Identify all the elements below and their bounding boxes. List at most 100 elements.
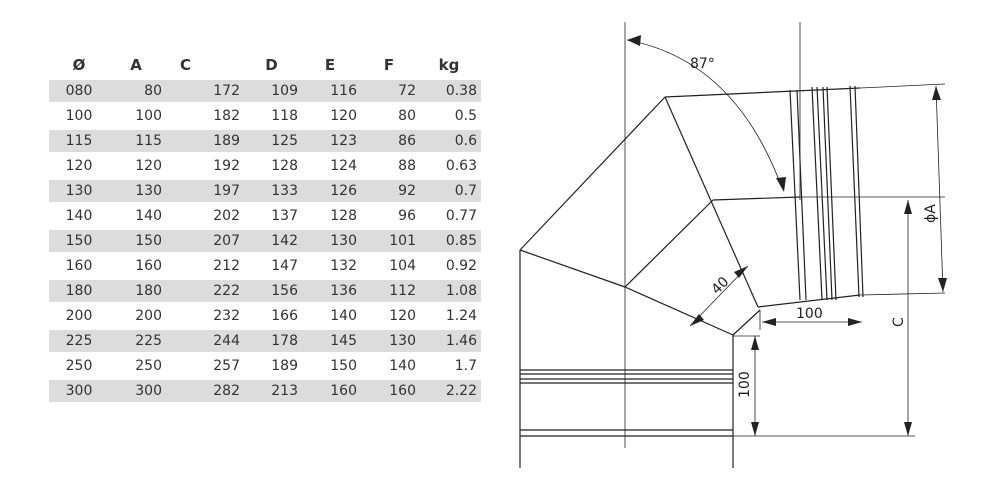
outlet-top-edge	[664, 87, 861, 98]
table-cell: 160	[135, 258, 162, 274]
table-cell: 128	[271, 158, 298, 174]
table-cell: 160	[302, 380, 361, 402]
table-cell: 213	[244, 380, 302, 402]
angle-87-label: 87°	[690, 56, 715, 72]
table-cell: 0.77	[445, 208, 477, 224]
header-diameter: Ø	[72, 56, 86, 74]
table-cell: 140	[389, 358, 416, 374]
segment-joint-1-outer	[519, 249, 626, 288]
table-cell: 192	[213, 158, 240, 174]
table-header-row: Ø A C D E F kg	[49, 53, 481, 77]
table-cell: 300	[109, 380, 166, 402]
dim-100-vertical-label: 100	[737, 371, 753, 398]
arrow-c-top	[904, 200, 912, 214]
table-cell: 104	[389, 258, 416, 274]
segment-joint-1	[624, 286, 734, 336]
table-cell: 130	[49, 180, 109, 202]
table-cell: 0.5	[454, 108, 477, 124]
phi-a-dim-line	[935, 85, 944, 293]
table-cell: 100	[65, 108, 93, 124]
table-cell: 189	[271, 358, 298, 374]
table-cell: 222	[166, 280, 244, 302]
table-cell: 080	[49, 80, 109, 102]
table-cell: 166	[271, 308, 298, 324]
dim-c-label: C	[891, 317, 907, 327]
table-cell: 1.7	[454, 358, 477, 374]
table-cell: 137	[271, 208, 298, 224]
table-cell: 1.46	[420, 330, 481, 352]
dim-40-label: 40	[709, 274, 733, 298]
arrow-87-start	[627, 35, 641, 46]
table-cell: 2.22	[420, 380, 481, 402]
outlet-band-2	[796, 89, 807, 301]
table-cell: 0.38	[420, 80, 481, 102]
header-a: A	[130, 56, 142, 74]
outlet-band-3	[849, 85, 860, 298]
dim-100-horizontal-label: 100	[796, 306, 823, 322]
table-cell: 150	[49, 230, 109, 252]
arrow-phi-a-bottom	[938, 278, 947, 292]
phi-a-top-extension	[859, 83, 946, 89]
arrow-87-end	[776, 177, 786, 192]
table-cell: 124	[330, 158, 357, 174]
header-kg: kg	[438, 56, 460, 74]
table-cell: 80	[109, 80, 166, 102]
table-cell: 0.63	[445, 158, 477, 174]
table-cell: 128	[330, 208, 357, 224]
table-cell: 200	[135, 308, 162, 324]
table-cell: 250	[65, 358, 93, 374]
arrow-phi-a-top	[932, 86, 941, 100]
table-cell: 225	[49, 330, 109, 352]
table-cell: 115	[49, 130, 109, 152]
outlet-bead-3	[822, 86, 833, 301]
table-cell: 257	[213, 358, 240, 374]
table-cell: 120	[389, 308, 416, 324]
table-cell: 92	[361, 180, 420, 202]
arrow-c-bottom	[904, 422, 912, 436]
header-c: C	[180, 56, 192, 74]
table-cell: 120	[65, 158, 93, 174]
table-cell: 130	[361, 330, 420, 352]
table-cell: 200	[65, 308, 93, 324]
outlet-bead-2	[816, 86, 828, 301]
table-cell: 112	[361, 280, 420, 302]
table-cell: 232	[213, 308, 240, 324]
table-cell: 126	[302, 180, 361, 202]
table-cell: 140	[330, 308, 357, 324]
table-cell: 1.08	[420, 280, 481, 302]
arrow-100h-right	[848, 318, 862, 326]
table-cell: 156	[244, 280, 302, 302]
table-cell: 130	[302, 230, 361, 252]
outlet-bottom-edge	[757, 294, 861, 308]
table-cell: 207	[166, 230, 244, 252]
table-cell: 130	[109, 180, 166, 202]
table-cell: 145	[302, 330, 361, 352]
construction-lines	[624, 22, 946, 448]
table-cell: 250	[135, 358, 162, 374]
table-cell: 244	[166, 330, 244, 352]
table-cell: 101	[361, 230, 420, 252]
table-cell: 120	[330, 108, 357, 124]
header-f: F	[383, 56, 395, 74]
header-e: E	[324, 56, 336, 74]
table-cell: 178	[244, 330, 302, 352]
table-cell: 212	[213, 258, 240, 274]
table-cell: 147	[271, 258, 298, 274]
table-cell: 118	[271, 108, 298, 124]
table-cell: 120	[135, 158, 162, 174]
dim-phi-a-label: ϕA	[923, 204, 939, 223]
arrow-100v-bottom	[751, 422, 759, 436]
table-cell: 115	[109, 130, 166, 152]
